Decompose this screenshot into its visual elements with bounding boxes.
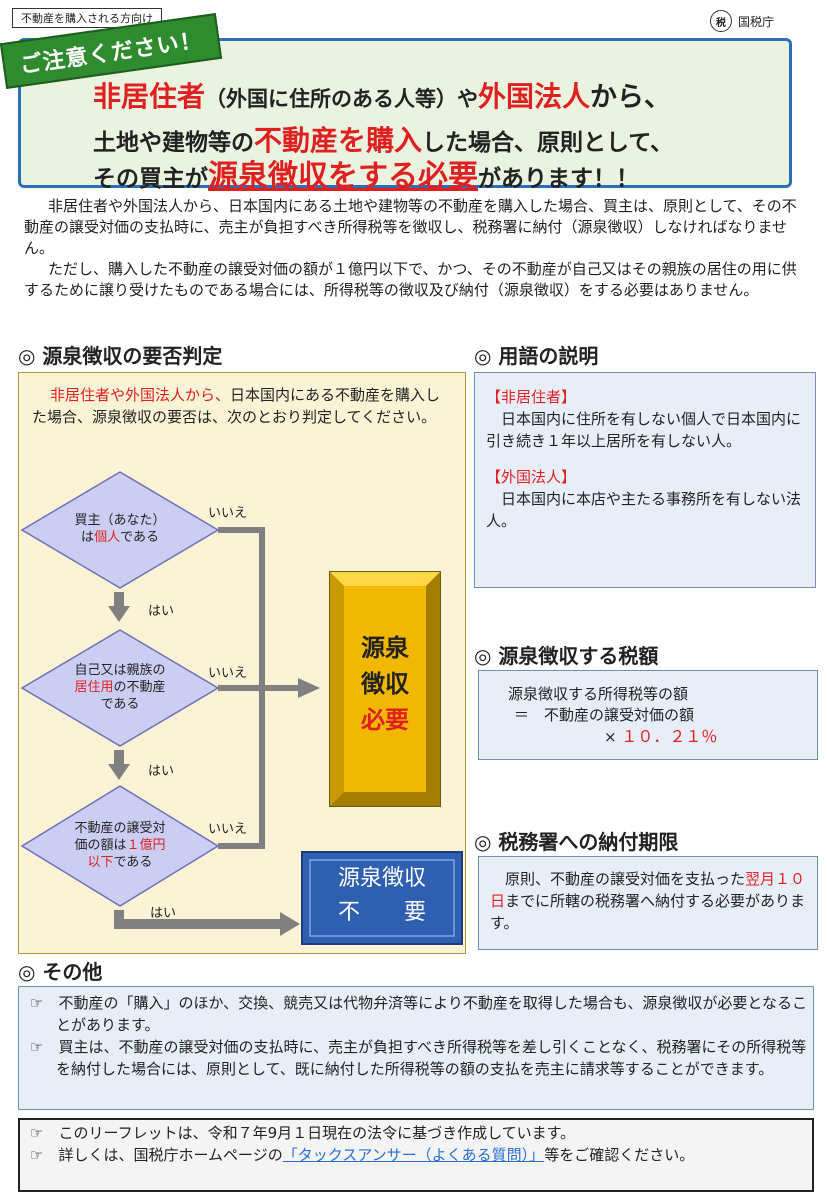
terms-heading: ◎ 用語の説明 [474, 344, 599, 368]
pointing-hand-icon: ☞ [30, 1146, 44, 1164]
nta-logo-icon: 税 [710, 10, 732, 32]
not-required-box [301, 851, 463, 945]
banner-purchase: 不動産を購入 [254, 124, 423, 157]
footer-panel [18, 1118, 814, 1192]
decision-diamond-3 [20, 785, 220, 907]
pointing-hand-icon: ☞ [30, 1038, 44, 1056]
footer-item-1: ☞ このリーフレットは、令和７年9月１日現在の法令に基づき作成しています。 [30, 1124, 576, 1142]
decision-3-text: 不動産の譲受対価の額は１億円以下である [74, 821, 166, 870]
arrow-to-required [298, 678, 320, 698]
banner-l2c: した場合、原則として、 [422, 130, 674, 156]
decision-1-text: 買主（あなた）は個人である [74, 513, 166, 545]
due-text: 原則、不動産の譲受対価を支払った翌月１０日までに所轄の税務署へ納付する必要があり… [490, 870, 806, 932]
banner-nonresident: 非居住者 [93, 80, 206, 113]
due-panel [478, 856, 818, 950]
due-heading: ◎ 税務署への納付期限 [474, 830, 679, 854]
other-item-2: ☞ 買主は、不動産の譲受対価の支払時に、売主が負担すべき所得税等を差し引くことな… [30, 1038, 807, 1078]
footer-item-2: ☞ 詳しくは、国税庁ホームページの「タックスアンサー（よくある質問）」等をご確認… [30, 1146, 695, 1164]
banner-foreign-corp: 外国法人 [478, 80, 591, 113]
tax-rate: １０．２１％ [621, 727, 718, 746]
banner-l3a: その買主が [93, 166, 208, 192]
other-item-1: ☞ 不動産の「購入」のほか、交換、競売又は代物弁済等により不動産を取得した場合も… [30, 994, 807, 1034]
decision-2-text: 自己又は親族の居住用の不動産である [74, 663, 166, 712]
other-panel [18, 986, 814, 1110]
not-required-text: 源泉徴収不 要 [337, 866, 426, 925]
banner-l2a: 土地や建物等の [93, 130, 254, 156]
no-label-2: いいえ [208, 666, 248, 681]
judge-heading: ◎ 源泉徴収の要否判定 [18, 344, 223, 368]
pointing-hand-icon: ☞ [30, 1124, 44, 1142]
terms-text: 【非居住者】 日本国内に住所を有しない個人で日本国内に引き続き１年以上居所を有し… [486, 386, 808, 532]
banner-l3c: があります！！ [478, 166, 639, 192]
required-box [329, 571, 441, 807]
yes-label-1: はい [148, 604, 175, 619]
audience-tag: 不動産を購入される方向け [12, 8, 162, 28]
required-text: 源泉徴収必要 [361, 634, 409, 734]
agency-name: 国税庁 [738, 14, 775, 29]
banner-note: （外国に住所のある人等）や [205, 87, 479, 111]
judge-intro-red: 非居住者や外国法人から、 [50, 386, 231, 404]
judge-intro: 非居住者や外国法人から、日本国内にある不動産を購入した場合、源泉徴収の要否は、次… [32, 384, 452, 428]
tax-panel [478, 670, 818, 760]
intro-paragraph-1: 非居住者や外国法人から、日本国内にある土地や建物等の不動産を購入した場合、買主は… [24, 197, 797, 257]
banner-line-2: 土地や建物等の不動産を購入した場合、原則として、 [93, 119, 673, 159]
banner-line-3: その買主が源泉徴収をする必要があります！！ [93, 151, 639, 195]
yes-label-2: はい [148, 764, 175, 779]
term-foreign-corp: 【外国法人】 [486, 468, 577, 486]
tax-heading: ◎ 源泉徴収する税額 [474, 644, 659, 668]
terms-panel [474, 372, 816, 588]
due-date-red: 翌月１０日 [490, 870, 806, 910]
arrow-down-2 [108, 764, 130, 780]
judge-intro-rest: 日本国内にある不動産を購入した場合、源泉徴収の要否は、次のとおり判定してください… [32, 386, 441, 426]
footer-text: ☞ このリーフレットは、令和７年9月１日現在の法令に基づき作成しています。 ☞ … [30, 1122, 808, 1166]
banner-withholding-required: 源泉徴収をする必要 [208, 159, 478, 194]
warning-banner: 非居住者（外国に住所のある人等）や外国法人から、 土地や建物等の不動産を購入した… [18, 38, 792, 194]
agency-mark: 税 国税庁 [710, 10, 774, 32]
yes-connector [114, 910, 282, 929]
term-nonresident: 【非居住者】 [486, 388, 577, 406]
tax-times: × [604, 728, 617, 746]
banner-from: から、 [590, 82, 672, 113]
banner-line-1: 非居住者（外国に住所のある人等）や外国法人から、 [93, 75, 671, 115]
yes-label-3: はい [150, 906, 177, 921]
term-foreign-corp-desc: 日本国内に本店や主たる事務所を有しない法人。 [486, 490, 802, 530]
no-label-3: いいえ [208, 822, 248, 837]
arrow-down-1 [108, 606, 130, 622]
tax-line-1: 源泉徴収する所得税等の額 [508, 685, 689, 703]
taxanswer-link[interactable]: 「タックスアンサー（よくある質問）」 [282, 1146, 545, 1164]
tax-line-2: ＝ 不動産の譲受対価の額 [514, 706, 695, 724]
intro-text: 非居住者や外国法人から、日本国内にある土地や建物等の不動産を購入した場合、買主は… [24, 196, 810, 301]
tax-formula: 源泉徴収する所得税等の額 ＝ 不動産の譲受対価の額 × １０．２１％ [508, 684, 717, 748]
decision-diamond-1 [20, 471, 220, 589]
other-heading: ◎ その他 [18, 960, 103, 984]
term-nonresident-desc: 日本国内に住所を有しない個人で日本国内に引き続き１年以上居所を有しない人。 [486, 410, 802, 450]
pointing-hand-icon: ☞ [30, 994, 44, 1012]
no-label-1: いいえ [208, 506, 248, 521]
decision-diamond-2 [20, 629, 220, 747]
other-text: ☞ 不動産の「購入」のほか、交換、競売又は代物弁済等により不動産を取得した場合も… [30, 992, 808, 1080]
intro-paragraph-2: ただし、購入した不動産の譲受対価の額が１億円以下で、かつ、その不動産が自己又はそ… [24, 260, 797, 299]
arrow-to-not-required [280, 912, 300, 936]
